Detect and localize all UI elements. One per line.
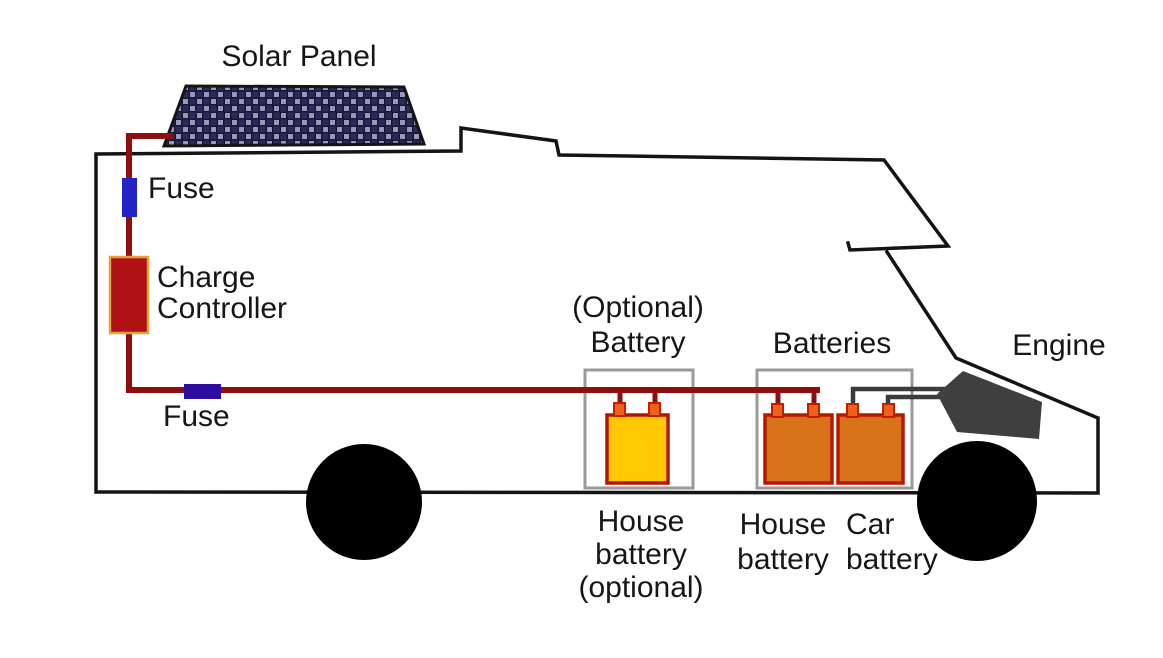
charge-controller-label-line2: Controller: [157, 292, 288, 325]
fuse-top-label-text: Fuse: [148, 172, 215, 205]
rear-wheel: [306, 444, 422, 560]
fuse-top-label: Fuse: [148, 173, 215, 204]
optional-battery-label: (Optional) Battery: [572, 290, 704, 360]
engine: [937, 371, 1042, 439]
battery-terminal: [882, 403, 895, 418]
house-battery-optional-line3: (optional): [578, 571, 704, 604]
charge-controller: [108, 255, 150, 335]
batteries-label-text: Batteries: [772, 327, 892, 360]
optional-battery-label-line2: Battery: [590, 326, 686, 359]
house-battery-optional-label: House battery (optional): [578, 505, 703, 604]
fuse-bottom-label-text: Fuse: [163, 400, 230, 433]
house-battery-label-line1: House: [739, 508, 827, 541]
engine-label-text: Engine: [1012, 329, 1106, 362]
solar-panel: [161, 84, 427, 148]
engine-label: Engine: [1012, 330, 1105, 361]
car-battery-label: Car battery: [846, 507, 938, 577]
batteries-label: Batteries: [773, 328, 891, 359]
battery-terminal: [613, 402, 626, 417]
car-battery-label-line2: battery: [846, 543, 938, 576]
house-battery-optional-line2: battery: [595, 538, 687, 571]
car-battery: [836, 413, 905, 485]
fuse-top: [122, 178, 137, 217]
battery-terminal: [807, 403, 820, 418]
house-battery-label-line2: battery: [737, 543, 829, 576]
fuse-bottom-label: Fuse: [163, 401, 230, 432]
house-battery: [763, 413, 834, 485]
fuse-bottom: [184, 384, 221, 399]
battery-terminal: [771, 403, 784, 418]
optional-house-battery: [605, 413, 670, 485]
wire-terminal-drops: [617, 387, 817, 408]
charge-controller-label-line1: Charge: [157, 261, 256, 294]
batteries-box: [755, 368, 914, 490]
rv-body-outline: [94, 125, 1100, 495]
front-wheel: [917, 441, 1037, 561]
optional-battery-box: [583, 368, 695, 490]
battery-terminal: [846, 403, 859, 418]
optional-battery-label-line1: (Optional): [572, 291, 704, 324]
battery-terminal: [648, 402, 661, 417]
solar-panel-label-text: Solar Panel: [221, 40, 377, 73]
solar-panel-label: Solar Panel: [221, 41, 376, 72]
house-battery-label: House battery: [737, 507, 829, 577]
house-battery-optional-line1: House: [597, 505, 685, 538]
wire-car-battery-to-engine: [850, 386, 951, 408]
car-battery-label-line1: Car: [846, 508, 895, 541]
charge-controller-label: Charge Controller: [157, 262, 287, 324]
